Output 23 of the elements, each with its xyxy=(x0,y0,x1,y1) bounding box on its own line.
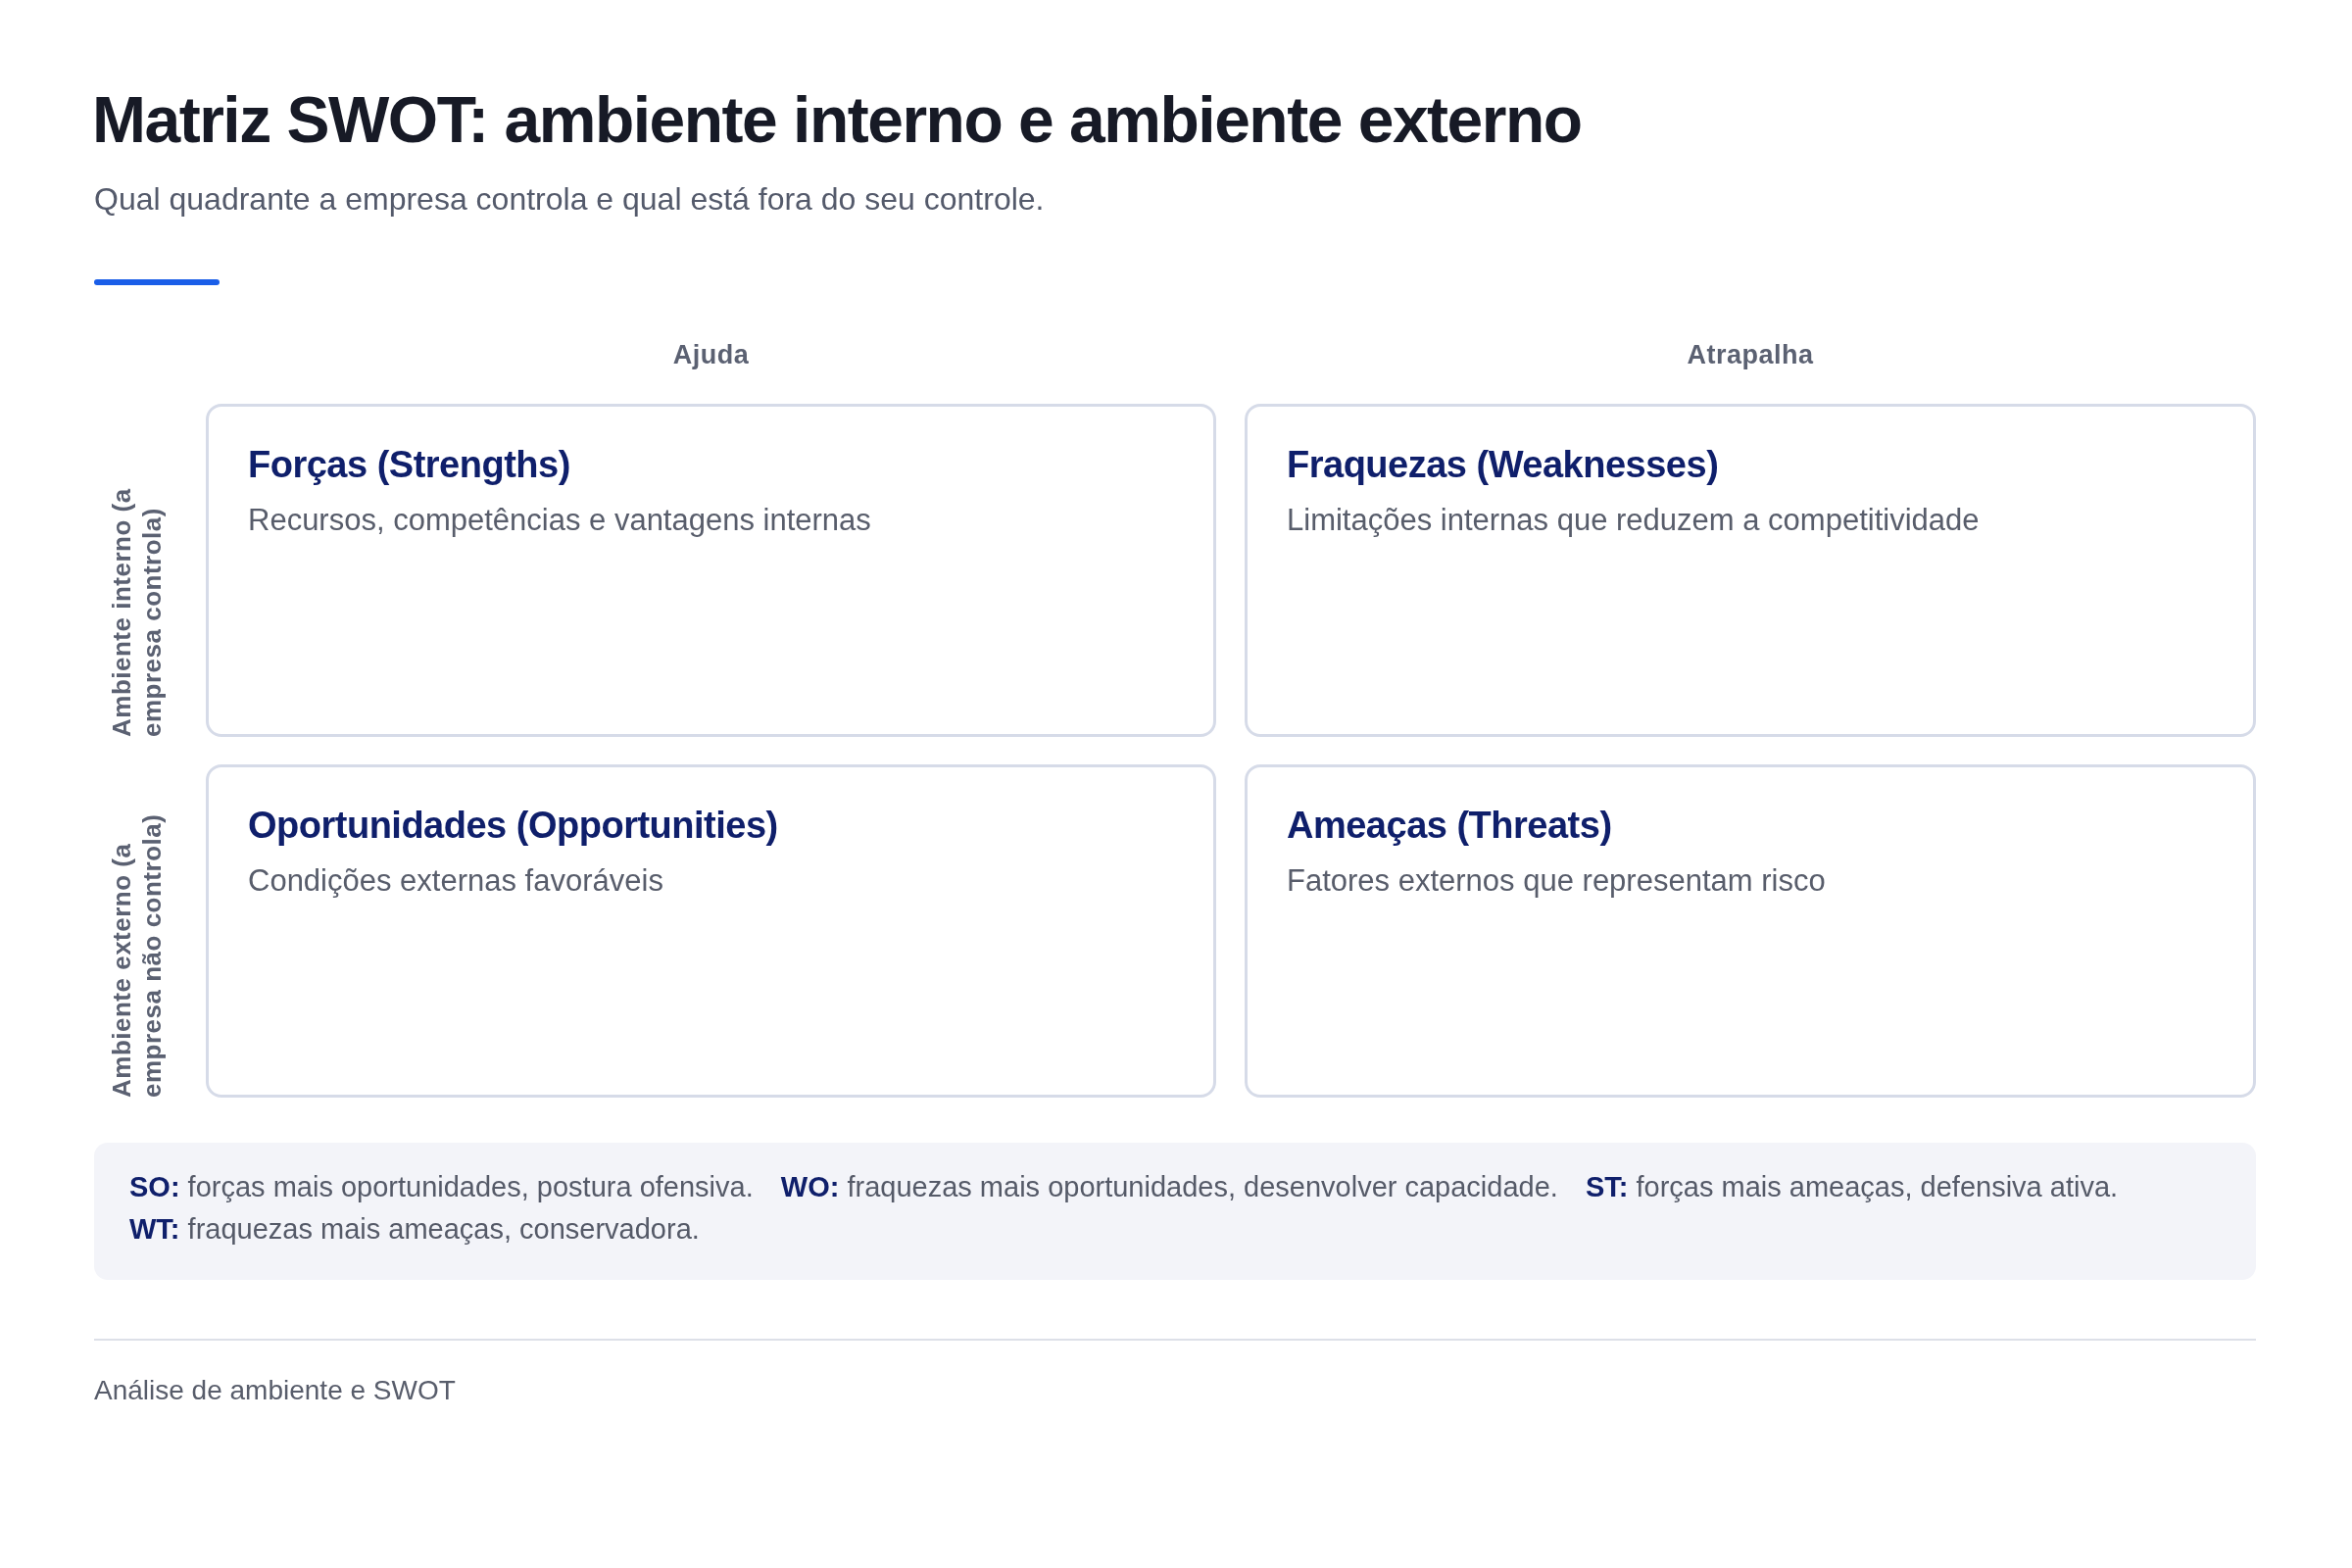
strategy-note: ST: forças mais ameaças, defensiva ativa. xyxy=(1585,1171,2119,1202)
quadrant-card xyxy=(206,404,1216,737)
quadrant-title: Ameaças (Threats) xyxy=(1287,804,1612,848)
quadrant-title: Oportunidades (Opportunities) xyxy=(248,804,778,848)
title: Matriz SWOT: ambiente interno e ambiente externo xyxy=(92,84,1582,156)
column-header: Ajuda xyxy=(672,339,750,371)
quadrant-description: Condições externas favoráveis xyxy=(248,861,663,900)
quadrant-card xyxy=(206,764,1216,1098)
strategy-note: SO: forças mais oportunidades, postura ofensiva. xyxy=(129,1171,754,1202)
row-header: Ambiente externo (a empresa não controla) xyxy=(106,812,168,1098)
quadrant-title: Fraquezas (Weaknesses) xyxy=(1287,443,1719,487)
quadrant-card xyxy=(1245,404,2256,737)
strategy-note: WO: fraquezas mais oportunidades, desenvolver capacidade. xyxy=(780,1171,1558,1202)
quadrant-title: Forças (Strengths) xyxy=(248,443,570,487)
quadrant-description: Limitações internas que reduzem a competitividade xyxy=(1287,501,1980,539)
quadrant-description: Fatores externos que representam risco xyxy=(1287,861,1826,900)
strategy-note: WT: fraquezas mais ameaças, conservadora. xyxy=(129,1213,700,1245)
footer-text: Análise de ambiente e SWOT xyxy=(94,1374,456,1407)
column-header: Atrapalha xyxy=(1687,339,1814,371)
row-header: Ambiente interno (a empresa controla) xyxy=(106,487,168,737)
quadrant-card xyxy=(1245,764,2256,1098)
quadrant-description: Recursos, competências e vantagens internas xyxy=(248,501,871,539)
subtitle: Qual quadrante a empresa controla e qual está fora do seu controle. xyxy=(94,180,1045,219)
